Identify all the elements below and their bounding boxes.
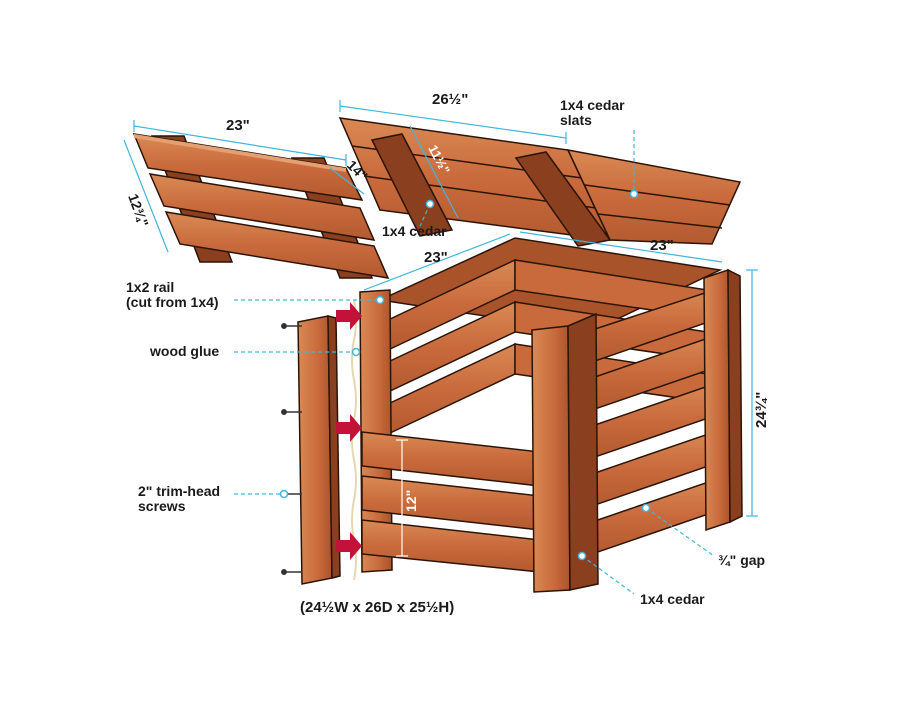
bin-box: [359, 237, 743, 593]
overall-size: (24½W x 26D x 25½H): [300, 599, 454, 616]
dim-box-height: 24¾": [753, 392, 770, 428]
leader-dots: [279, 189, 651, 561]
left-lid-slat: [148, 173, 376, 241]
rail-board: [297, 315, 333, 585]
arrow-icon: [336, 414, 362, 442]
callout-glue: wood glue: [149, 343, 219, 359]
loose-rail-assembly: [281, 299, 357, 585]
dim-door-height: 12": [403, 490, 419, 512]
front-post: [531, 325, 571, 593]
left-lid-slat: [164, 211, 390, 279]
dimension-lines: [123, 100, 758, 517]
dim-left-lid-width: 23": [226, 117, 250, 134]
callout-rail: 1x2 rail(cut from 1x4): [126, 279, 219, 310]
callout-lid-cleat: 1x4 cedar: [382, 223, 447, 239]
back-right-post: [703, 268, 731, 532]
arrow-icon: [336, 302, 362, 330]
dim-box-front: 23": [424, 249, 448, 266]
arrow-icon: [336, 532, 362, 560]
right-lid-cleat: [514, 151, 612, 247]
glue-arrows: [336, 302, 362, 560]
right-lid-cleat: [370, 133, 454, 237]
door-dimension: [396, 439, 408, 557]
left-lid: [132, 133, 390, 279]
front-post-side: [567, 312, 599, 591]
dim-right-lid-width: 26½": [432, 91, 468, 108]
right-lid-slat: [566, 148, 742, 245]
leader-lines: [234, 130, 715, 595]
callout-post: 1x4 cedar: [640, 591, 705, 607]
dim-box-side: 23": [650, 237, 674, 254]
callout-gap: ¾" gap: [718, 552, 765, 568]
dim-left-lid-depth: 12¾": [125, 192, 152, 229]
right-lid: [338, 117, 742, 247]
